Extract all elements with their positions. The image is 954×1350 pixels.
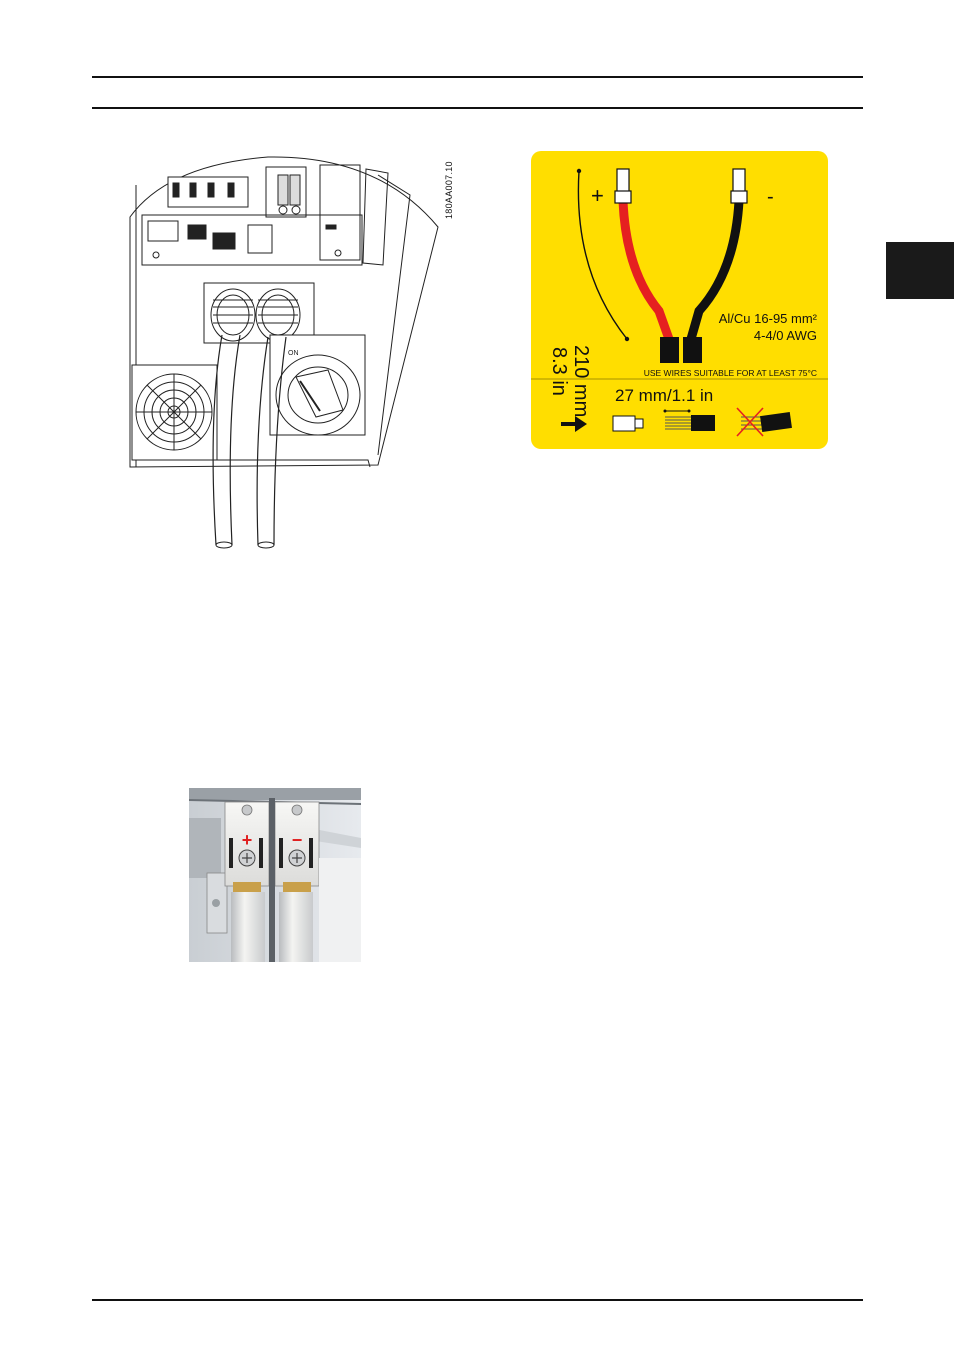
- label-spec-awg: 4-4/0 AWG: [754, 328, 817, 343]
- dc-cable-label: + - 210 mm 8.3 in Al/Cu 16-95 mm² 4-4/0 …: [531, 151, 828, 449]
- header-rule-bottom: [92, 107, 863, 109]
- label-length-mm: 210 mm: [570, 345, 592, 417]
- figure-code: 180AA007.10: [444, 161, 454, 219]
- label-temp-notice: USE WIRES SUITABLE FOR AT LEAST 75°C: [644, 368, 817, 378]
- photo-plus-mark: +: [242, 830, 253, 850]
- photo-minus-mark: −: [292, 830, 303, 850]
- chapter-tab: [886, 242, 954, 299]
- label-strip-length: 27 mm/1.1 in: [615, 386, 713, 405]
- label-plus-sign: +: [591, 183, 604, 208]
- inverter-cable-drawing: ON: [128, 155, 443, 550]
- label-spec-area: Al/Cu 16-95 mm²: [719, 311, 818, 326]
- footer-rule: [92, 1299, 863, 1301]
- label-minus-sign: -: [767, 186, 774, 208]
- switch-on-label: ON: [288, 350, 299, 357]
- label-length-in: 8.3 in: [548, 347, 570, 396]
- header-rule-top: [92, 76, 863, 78]
- terminal-photo: + −: [189, 788, 361, 962]
